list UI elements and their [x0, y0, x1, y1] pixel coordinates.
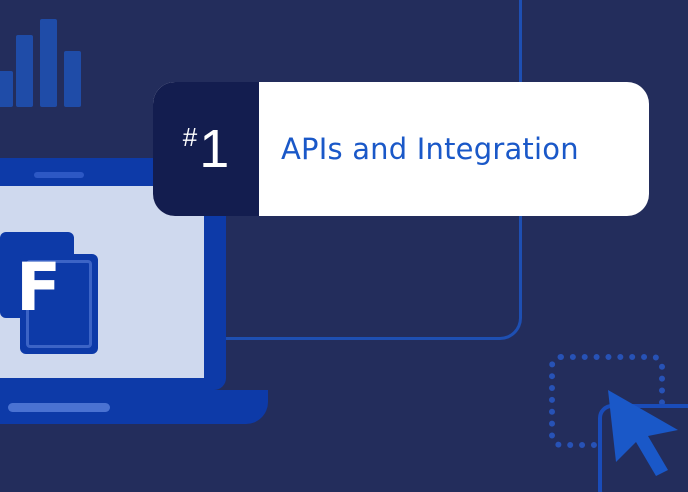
logo-front-square: [20, 254, 98, 354]
f-logo-icon: F: [0, 232, 100, 354]
card-number-value: 1: [199, 119, 230, 179]
card-title: APIs and Integration: [281, 132, 579, 166]
card-number: # 1: [153, 82, 259, 216]
bar-chart-icon: [0, 0, 90, 110]
card-number-hash: #: [182, 122, 198, 152]
laptop-trackpad: [8, 403, 110, 412]
title-card: # 1 APIs and Integration: [153, 82, 649, 216]
arrow-cursor-icon: [608, 390, 678, 476]
logo-letter: F: [16, 249, 62, 326]
laptop-camera: [34, 172, 84, 178]
card-title-area: APIs and Integration: [259, 82, 649, 216]
